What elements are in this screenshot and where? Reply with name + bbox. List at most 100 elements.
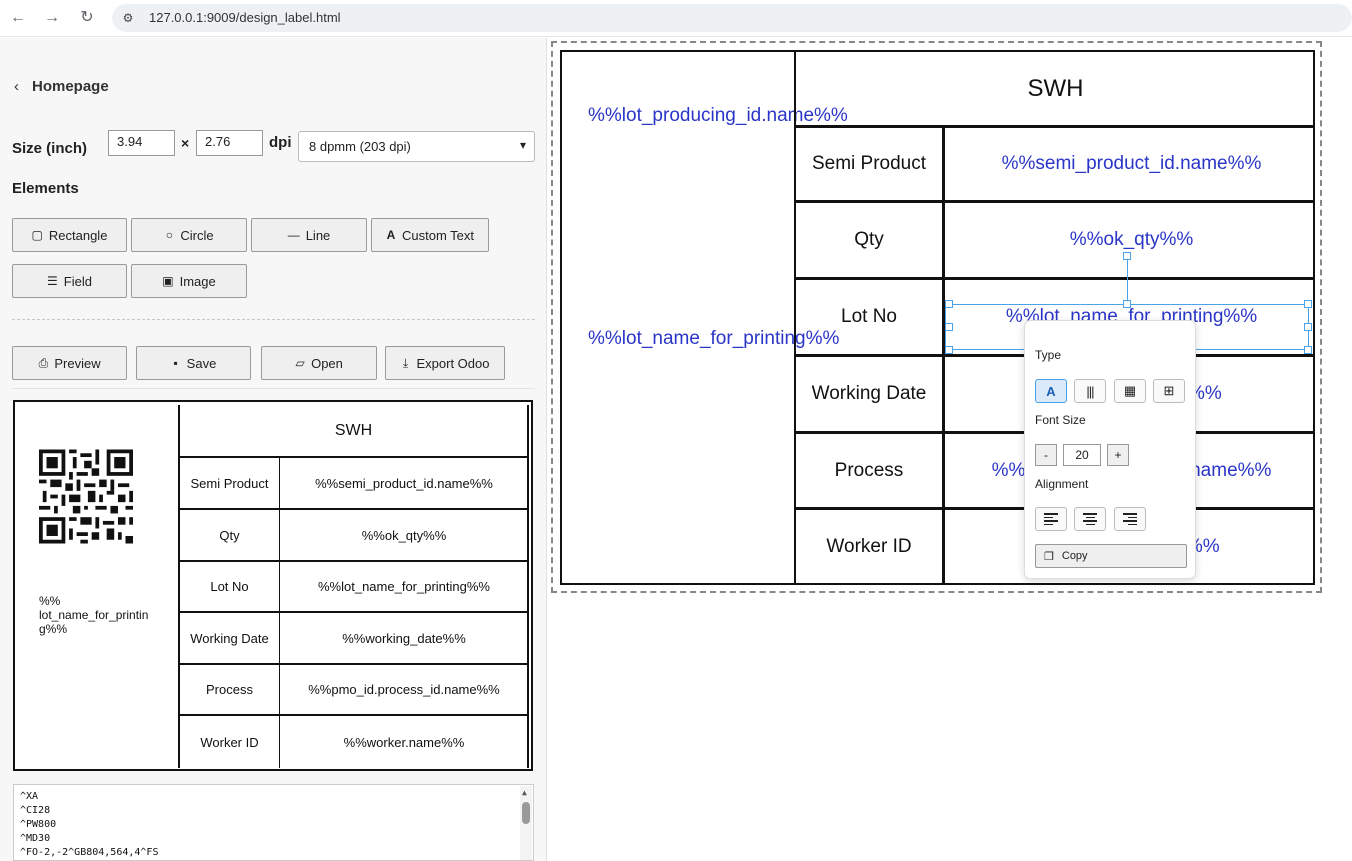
preview-row: Semi Product %%semi_product_id.name%%: [180, 458, 527, 510]
align-center-button[interactable]: [1074, 507, 1106, 531]
label-row-label[interactable]: Working Date: [796, 357, 945, 431]
label-row-label[interactable]: Worker ID: [796, 510, 945, 583]
dpi-select[interactable]: 8 dpmm (203 dpi) ▾: [298, 131, 535, 162]
table-icon: ⊞: [1163, 383, 1175, 398]
resize-handle[interactable]: [945, 323, 953, 331]
arrow-up-icon[interactable]: ▲: [522, 788, 527, 797]
custom-text-label: Custom Text: [401, 227, 474, 243]
export-label: Export Odoo: [416, 355, 490, 371]
back-icon[interactable]: ←: [10, 9, 26, 26]
type-barcode-button[interactable]: |||: [1074, 379, 1106, 403]
label-title[interactable]: SWH: [796, 52, 1315, 128]
preview-row-label: Worker ID: [180, 716, 280, 768]
lot-producing-field[interactable]: %%lot_producing_id.name%%: [588, 105, 848, 126]
homepage-link[interactable]: ‹ Homepage: [14, 78, 109, 95]
url-text: 127.0.0.1:9009/design_label.html: [149, 10, 341, 25]
save-button[interactable]: ▪Save: [136, 346, 251, 380]
font-size-label: Font Size: [1035, 413, 1086, 427]
image-icon: ▣: [162, 274, 174, 288]
align-right-button[interactable]: [1114, 507, 1146, 531]
preview-title: SWH: [180, 405, 527, 458]
divider: [12, 319, 535, 320]
add-circle-button[interactable]: ○Circle: [131, 218, 247, 252]
preview-button[interactable]: ⎙Preview: [12, 346, 127, 380]
rectangle-label: Rectangle: [48, 227, 108, 243]
code-line: ^PW800: [20, 819, 57, 830]
preview-row: Qty %%ok_qty%%: [180, 510, 527, 562]
preview-row: Working Date %%working_date%%: [180, 613, 527, 665]
field-label: Field: [63, 273, 92, 289]
code-line: ^CI28: [20, 805, 51, 816]
printer-icon: ⎙: [38, 355, 49, 370]
circle-label: Circle: [180, 227, 214, 243]
label-row-value[interactable]: %%ok_qty%%: [1069, 229, 1194, 250]
preview-table: SWH Semi Product %%semi_product_id.name%…: [178, 405, 529, 768]
open-button[interactable]: ▱Open: [261, 346, 377, 380]
floppy-icon: ▪: [173, 356, 178, 370]
square-icon: ▢: [31, 228, 43, 242]
preview-row-label: Lot No: [180, 562, 280, 611]
add-field-button[interactable]: ☰Field: [12, 264, 127, 298]
add-line-button[interactable]: —Line: [251, 218, 367, 252]
font-size-decrease-button[interactable]: -: [1035, 444, 1057, 466]
align-left-button[interactable]: [1035, 507, 1067, 531]
type-label: Type: [1035, 348, 1062, 362]
site-settings-icon[interactable]: ⚙: [122, 11, 134, 25]
resize-handle[interactable]: [945, 300, 953, 308]
copy-label: Copy: [1061, 550, 1088, 562]
scrollbar-thumb[interactable]: [522, 802, 530, 824]
resize-handle[interactable]: [945, 346, 953, 354]
image-label: Image: [179, 273, 216, 289]
resize-handle[interactable]: [1123, 300, 1131, 308]
copy-button[interactable]: ❐Copy: [1035, 544, 1187, 568]
type-table-button[interactable]: ⊞: [1153, 379, 1185, 403]
resize-handle[interactable]: [1304, 323, 1312, 331]
font-size-input[interactable]: 20: [1063, 444, 1101, 466]
preview-row-value: %%semi_product_id.name%%: [315, 475, 493, 491]
zpl-code-textarea[interactable]: ^XA ^CI28 ^PW800 ^MD30 ^FO-2,-2^GB804,56…: [13, 784, 534, 861]
preview-row-value: %%lot_name_for_printing%%: [318, 579, 490, 594]
open-label: Open: [311, 355, 343, 371]
width-input[interactable]: 3.94: [108, 130, 175, 156]
label-row-label[interactable]: Semi Product: [796, 128, 945, 200]
forward-icon[interactable]: →: [44, 9, 60, 26]
label-row-value[interactable]: %%semi_product_id.name%%: [1001, 153, 1262, 174]
download-icon: ⤓: [402, 355, 409, 370]
chevron-left-icon: ‹: [14, 78, 19, 95]
height-input[interactable]: 2.76: [196, 130, 263, 156]
code-scrollbar[interactable]: ▲: [520, 786, 532, 860]
resize-handle[interactable]: [1304, 300, 1312, 308]
address-bar[interactable]: ⚙ 127.0.0.1:9009/design_label.html: [112, 4, 1352, 32]
line-label: Line: [305, 227, 331, 243]
lot-name-field[interactable]: %%lot_name_for_printing%%: [588, 328, 840, 349]
homepage-label: Homepage: [32, 78, 109, 95]
rotate-handle[interactable]: [1123, 252, 1131, 260]
times-symbol: ×: [181, 135, 190, 151]
rotate-connector: [1127, 260, 1128, 304]
dpi-label: dpi: [269, 134, 292, 151]
preview-row-label: Qty: [180, 510, 280, 560]
preview-row: Worker ID %%worker.name%%: [180, 716, 527, 768]
font-size-increase-button[interactable]: +: [1107, 444, 1129, 466]
export-odoo-button[interactable]: ⤓ Export Odoo: [385, 346, 505, 380]
preview-row: Process %%pmo_id.process_id.name%%: [180, 665, 527, 716]
reload-icon[interactable]: ↻: [80, 9, 94, 26]
code-line: ^MD30: [20, 833, 51, 844]
label-row-label[interactable]: Qty: [796, 203, 945, 277]
resize-handle[interactable]: [1304, 346, 1312, 354]
label-row-label[interactable]: Lot No: [796, 280, 945, 354]
type-text-button[interactable]: A: [1035, 379, 1067, 403]
preview-row-label: Process: [180, 665, 280, 714]
add-image-button[interactable]: ▣ Image: [131, 264, 247, 298]
type-qrcode-button[interactable]: ▦: [1114, 379, 1146, 403]
text-icon: A: [1046, 383, 1056, 399]
add-rectangle-button[interactable]: ▢ Rectangle: [12, 218, 127, 252]
barcode-icon: |||: [1086, 383, 1094, 399]
code-line: ^XA: [20, 791, 39, 802]
alignment-label: Alignment: [1035, 477, 1089, 491]
dpi-selected-value: 8 dpmm (203 dpi): [309, 139, 411, 154]
label-row-label[interactable]: Process: [796, 434, 945, 507]
preview-row-value: %%pmo_id.process_id.name%%: [308, 682, 500, 697]
sidebar-panel: ‹Homepage Size (inch) 3.94 × 2.76 dpi 8 …: [0, 38, 547, 861]
